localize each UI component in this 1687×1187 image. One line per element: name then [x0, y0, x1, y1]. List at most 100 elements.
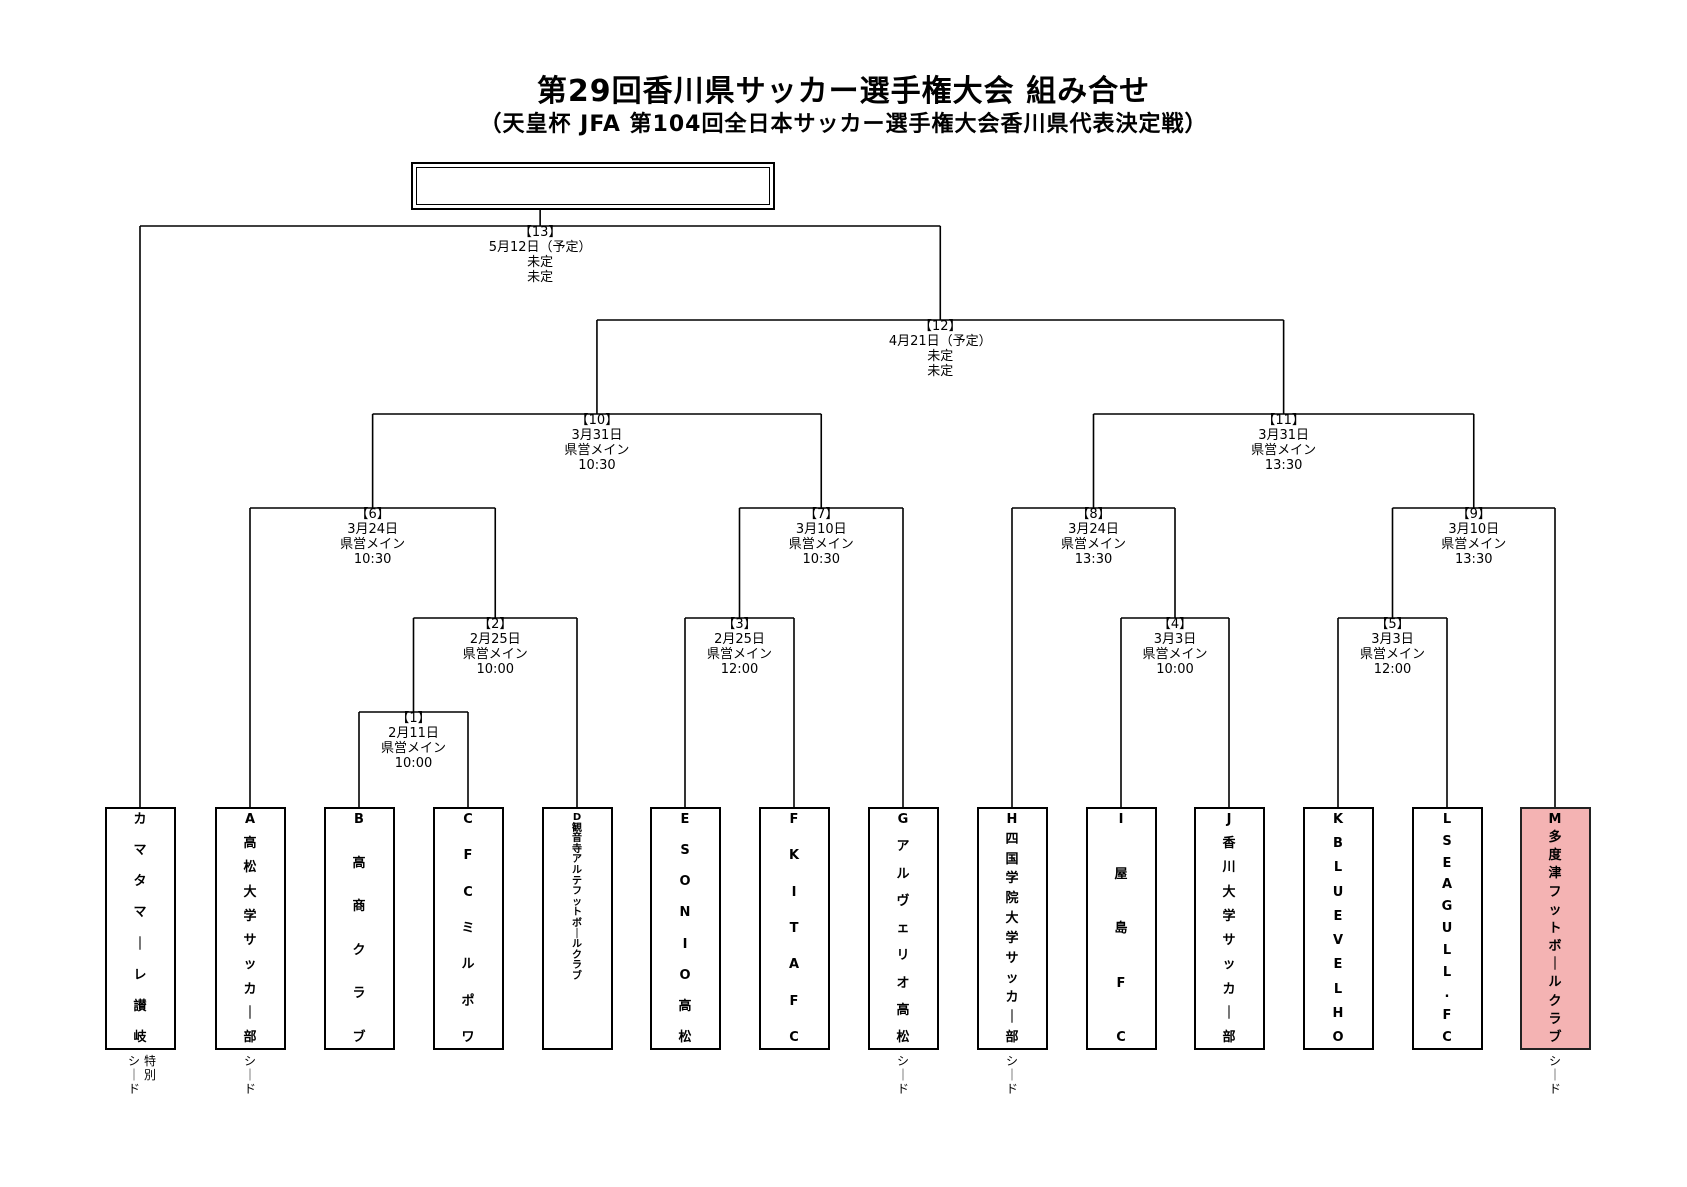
- team-char: ｜: [1222, 1005, 1236, 1021]
- team-char: ク: [1548, 993, 1562, 1009]
- team-char: ト: [572, 907, 582, 919]
- team-char: ッ: [243, 957, 257, 973]
- team-char: テ: [572, 875, 582, 887]
- team-char: ｜: [1548, 957, 1562, 973]
- match-no: 【3】: [722, 617, 757, 632]
- team-char: 香: [1222, 836, 1236, 852]
- team-char: 屋: [1114, 866, 1128, 882]
- team-char: 高: [243, 836, 257, 852]
- team-char: ｜: [572, 928, 582, 940]
- match-no: 【2】: [478, 617, 513, 632]
- seed-note: シ｜ド: [244, 1054, 257, 1096]
- team-char: ク: [572, 949, 582, 961]
- team-box-C: FCミルポワCFCミルポワ: [432, 807, 504, 1050]
- match-date: 3月10日: [1448, 522, 1500, 537]
- match-date: 3月31日: [571, 428, 623, 443]
- page-title: 第29回香川県サッカー選手権大会 組み合せ: [536, 74, 1151, 109]
- team-char: L: [1442, 964, 1452, 980]
- team-char: F: [789, 812, 799, 827]
- team-char: L: [1442, 942, 1452, 958]
- team-char: 讃: [133, 998, 147, 1014]
- match-time: 未定: [927, 364, 954, 379]
- team-char: カ: [1005, 990, 1019, 1006]
- team-char: 松: [243, 860, 257, 876]
- team-char: T: [789, 920, 799, 936]
- team-char: U: [1332, 884, 1344, 900]
- seed-note: シ｜ド: [1549, 1054, 1562, 1096]
- team-char: リ: [896, 948, 910, 964]
- team-char: 学: [1005, 930, 1019, 946]
- match-time: 10:30: [353, 552, 392, 567]
- match-time: 10:00: [476, 662, 514, 677]
- match-venue: 県営メイン: [1359, 647, 1425, 662]
- team-char: .: [1444, 986, 1450, 1002]
- team-char: カ: [133, 812, 147, 827]
- match-no: 【12】: [919, 319, 962, 334]
- team-char: ト: [1548, 920, 1562, 936]
- team-char: C: [463, 884, 473, 900]
- team-char: D: [572, 812, 582, 823]
- team-char: ッ: [1548, 902, 1562, 918]
- team-char: ル: [1548, 975, 1562, 991]
- team-char: K: [788, 848, 800, 864]
- match-date: 2月11日: [388, 726, 439, 741]
- match-date: 3月10日: [795, 522, 847, 537]
- team-char: C: [789, 1029, 799, 1045]
- team-char: S: [680, 843, 690, 859]
- match-venue: 県営メイン: [462, 647, 528, 662]
- match-venue: 県営メイン: [1251, 443, 1317, 458]
- team-char: カ: [243, 981, 257, 997]
- team-char: ッ: [1222, 957, 1236, 973]
- team-char: S: [1442, 833, 1452, 849]
- team-char: ｜: [133, 936, 147, 952]
- team-char: M: [1548, 812, 1562, 827]
- team-char: O: [679, 967, 691, 983]
- team-char: 多: [1548, 830, 1562, 846]
- match-date: 3月3日: [1153, 632, 1197, 647]
- team-char: フ: [572, 886, 582, 898]
- team-char: カ: [1222, 981, 1236, 997]
- team-char: ア: [896, 839, 910, 855]
- team-char: マ: [133, 843, 147, 859]
- match-date: 3月3日: [1371, 632, 1414, 647]
- team-char: F: [1116, 975, 1126, 991]
- match-time: 13:30: [1264, 458, 1303, 473]
- team-char: 大: [243, 884, 257, 900]
- match-time: 10:30: [802, 552, 840, 567]
- team-char: レ: [133, 967, 147, 983]
- team-box-E: SONIO高松ESONIO高松: [649, 807, 721, 1050]
- match-date: 2月25日: [714, 632, 765, 647]
- team-char: マ: [133, 905, 147, 921]
- team-char: ア: [572, 854, 582, 866]
- team-char: タ: [133, 874, 147, 890]
- team-char: 島: [1114, 921, 1128, 936]
- team-char: O: [1332, 1029, 1344, 1045]
- team-char: 学: [1222, 908, 1236, 924]
- team-char: 大: [1222, 884, 1236, 900]
- team-char: 津: [1548, 866, 1562, 882]
- team-char: 大: [1005, 911, 1019, 927]
- team-char: V: [1332, 933, 1344, 949]
- match-time: 10:00: [1156, 662, 1194, 677]
- team-box-H: 四国学院大学サッカー部H四国学院大学サッカ｜部: [976, 807, 1048, 1050]
- seed-note: シ｜ド特別: [128, 1054, 157, 1096]
- match-no: 【9】: [1456, 507, 1491, 522]
- team-char: 四: [1005, 831, 1019, 847]
- match-no: 【1】: [396, 711, 431, 726]
- match-time: 12:00: [720, 662, 759, 677]
- team-char: U: [1441, 920, 1453, 936]
- team-char: B: [1333, 836, 1343, 852]
- team-char: N: [679, 905, 691, 921]
- match-venue: 県営メイン: [564, 443, 630, 458]
- team-char: B: [354, 812, 364, 827]
- team-box-I: 屋島FCI屋島FC: [1085, 807, 1157, 1050]
- team-char: ク: [352, 942, 366, 958]
- team-char: 観: [572, 822, 582, 834]
